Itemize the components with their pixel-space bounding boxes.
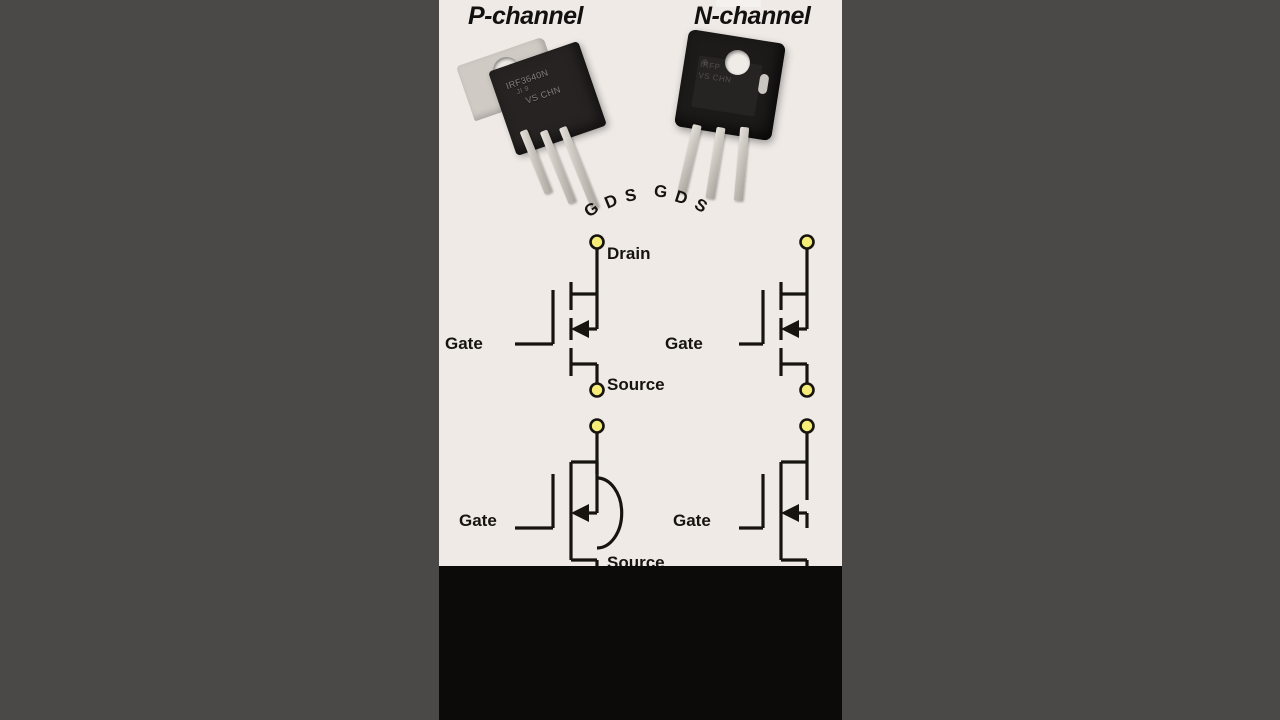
p-enhancement-arrow-icon <box>571 320 589 338</box>
symbol-n-depletion[interactable] <box>739 416 842 566</box>
video-content-area[interactable]: P-channel N-channel IRF3640N JI 9 VS CHN <box>439 0 842 720</box>
backdrop-left-content: Gate D S <box>0 0 439 720</box>
photo-to220-package: IRF3640N JI 9 VS CHN <box>456 36 641 211</box>
label-gate-p-enhancement: Gate <box>445 334 483 353</box>
p-depletion-arrow-icon <box>571 504 589 522</box>
label-gate-n-enhancement: Gate <box>665 334 703 353</box>
label-gate-p-depletion: Gate <box>459 511 497 530</box>
backdrop-right: Gate <box>841 0 1280 720</box>
p-depletion-drain-terminal <box>589 418 605 434</box>
label-drain-p: Drain <box>607 244 651 263</box>
backdrop-right-content: Gate <box>841 0 1280 720</box>
n-enhancement-arrow-icon <box>781 320 799 338</box>
to247-dimple <box>702 59 708 65</box>
p-enhancement-drain-terminal <box>589 234 605 250</box>
white-bar-artifact <box>716 0 761 7</box>
to247-pin-label-g: G <box>652 181 669 202</box>
symbol-n-enhancement[interactable] <box>739 232 842 398</box>
label-source-p: Source <box>607 375 665 394</box>
p-enhancement-source-terminal <box>589 382 605 398</box>
photo-to247-package: IRFP VS CHN <box>667 28 807 202</box>
backdrop-right-sheet <box>841 0 1280 720</box>
to247-pin-source <box>733 126 750 202</box>
to247-mounting-hole <box>725 50 750 75</box>
to247-pin-drain <box>705 126 726 200</box>
label-source-p-depletion: Source <box>607 553 665 566</box>
to247-pin-gate <box>677 123 702 195</box>
to220-pin-label-d: D <box>601 190 621 213</box>
label-gate-n-depletion: Gate <box>673 511 711 530</box>
symbol-p-depletion[interactable] <box>515 416 665 566</box>
to247-pin-label-s: S <box>691 194 711 217</box>
to220-pin-label-g: G <box>580 198 603 222</box>
heading-p-channel: P-channel <box>468 2 583 30</box>
heading-n-channel: N-channel <box>694 2 811 30</box>
n-enhancement-drain-terminal <box>799 234 815 250</box>
n-enhancement-source-terminal <box>799 382 815 398</box>
n-depletion-arrow-icon <box>781 504 799 522</box>
backdrop-left-sheet <box>0 0 439 720</box>
video-letterbox-bottom <box>439 566 842 720</box>
symbol-p-enhancement[interactable] <box>515 232 665 398</box>
n-depletion-drain-terminal <box>799 418 815 434</box>
to220-pin-source <box>558 125 600 211</box>
infographic-frame: P-channel N-channel IRF3640N JI 9 VS CHN <box>439 0 842 566</box>
backdrop-left: Gate D S <box>0 0 439 720</box>
